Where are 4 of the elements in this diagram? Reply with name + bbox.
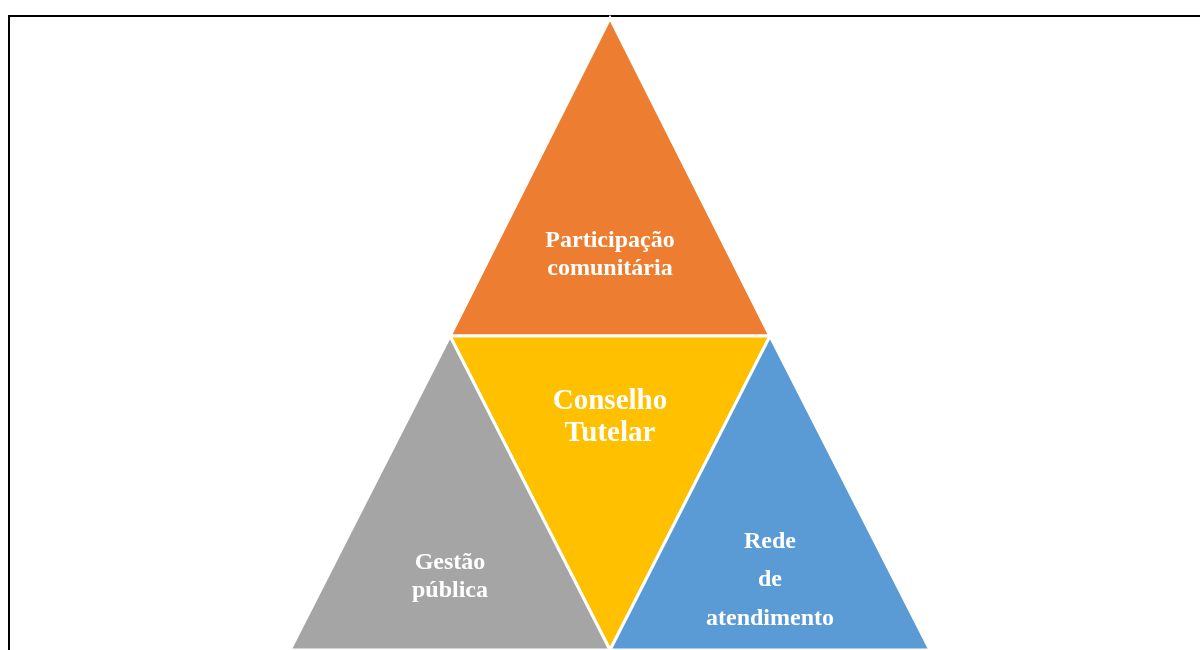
triangle-label: Rede de atendimento [705, 526, 835, 632]
triangle-label: Gestão pública [411, 548, 489, 604]
triangle-label: Participação comunitária [544, 226, 676, 282]
triangle-label: Conselho Tutelar [551, 384, 669, 448]
